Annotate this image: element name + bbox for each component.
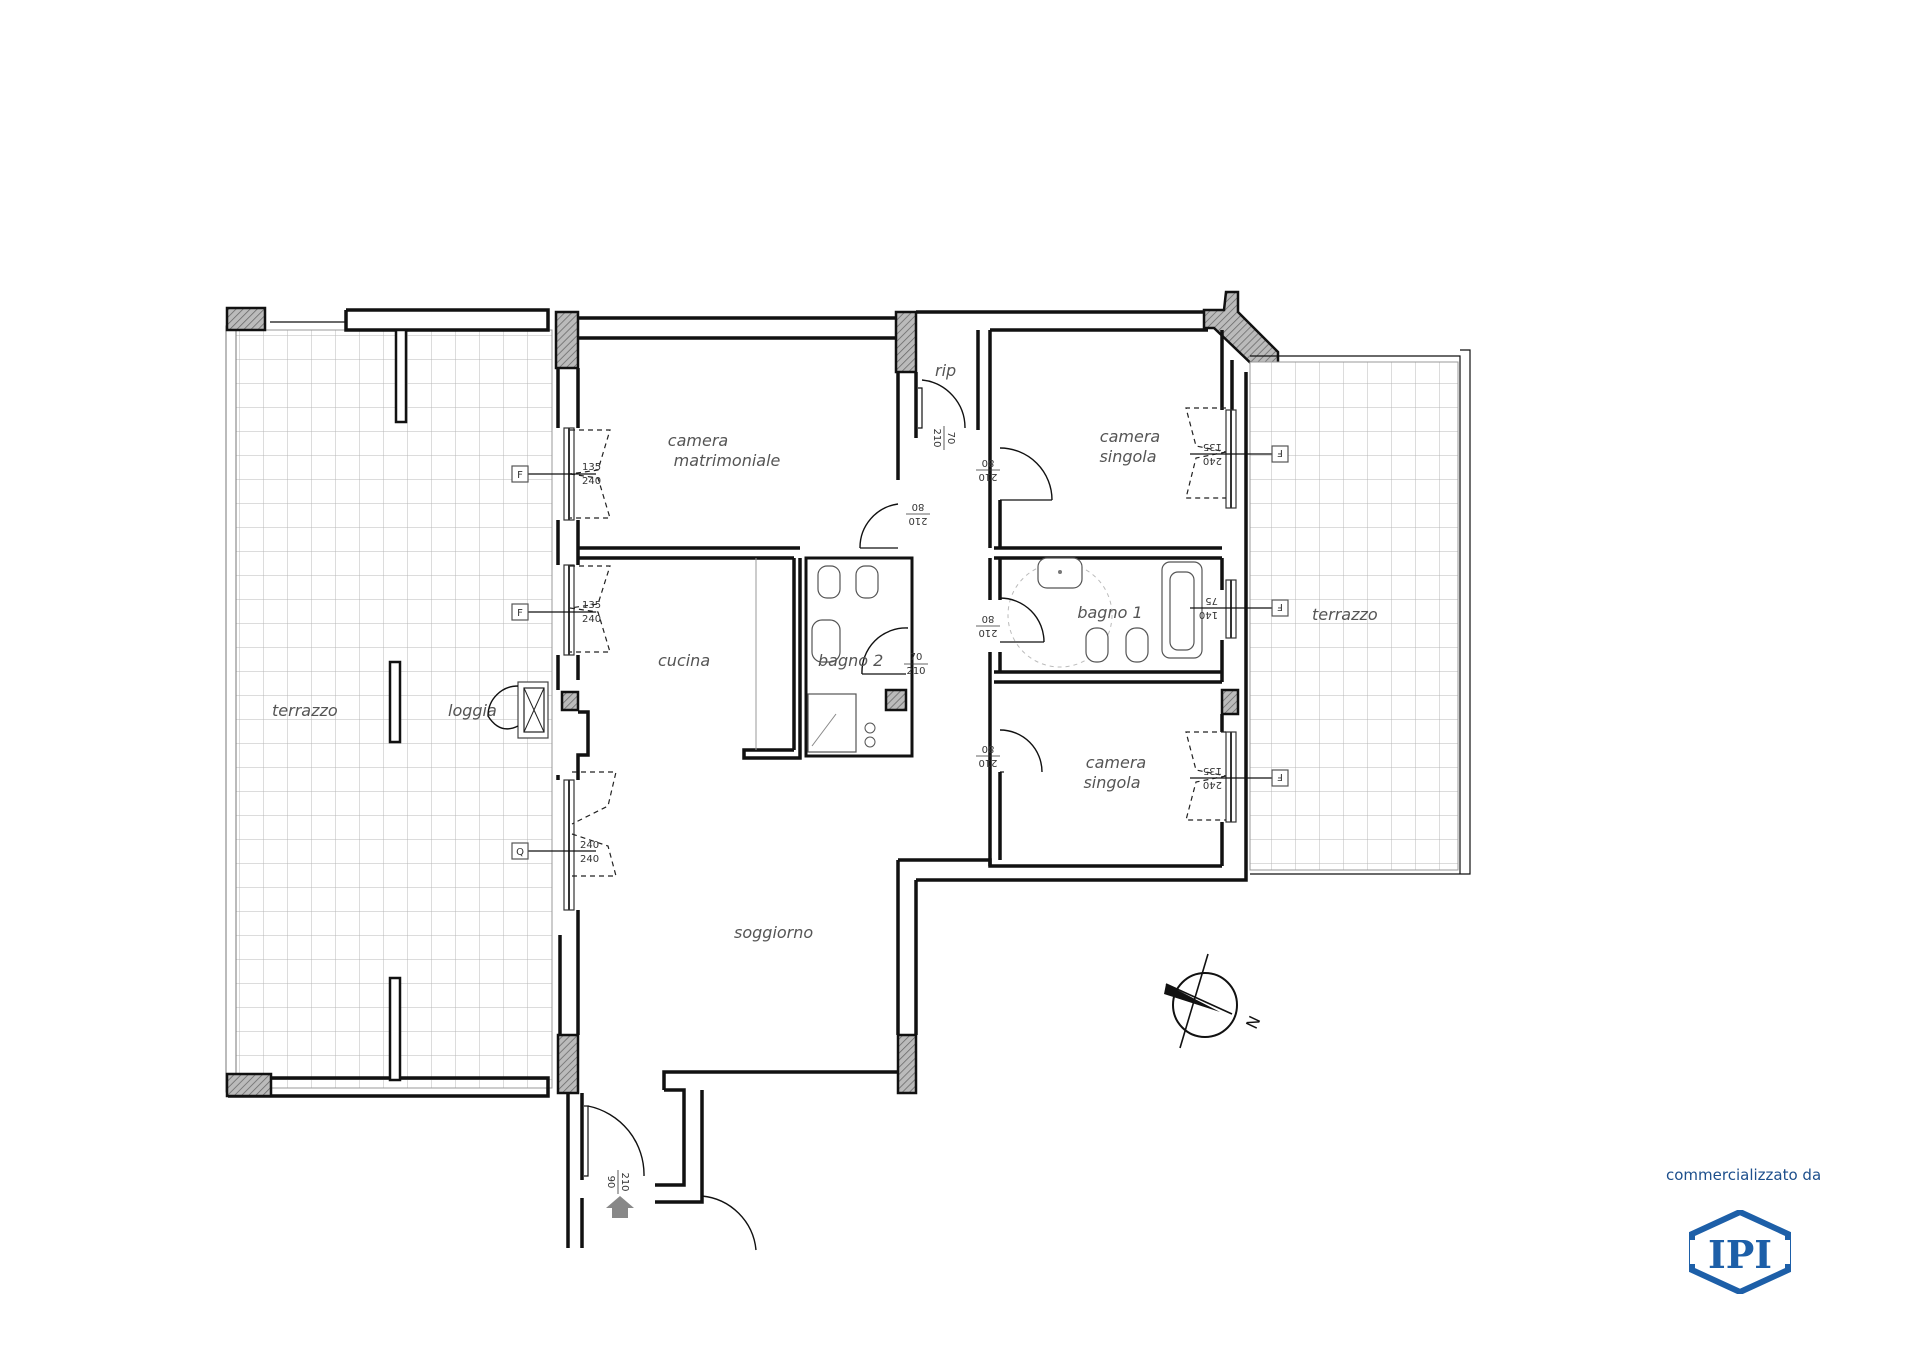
- door-dim-singola-bottom: 210 80: [976, 743, 1000, 768]
- window-cucina: F 135 240: [511, 564, 611, 656]
- window-matrimoniale: F 135 240: [511, 427, 611, 521]
- door-dim-matrimoniale: 210 80: [906, 501, 930, 526]
- svg-text:240: 240: [580, 854, 599, 865]
- room-label-cucina: cucina: [658, 651, 710, 670]
- camera-matrimoniale: camera matrimoniale 210 80: [578, 372, 930, 560]
- door-dim-bagno1: 210 80: [976, 613, 1000, 638]
- room-label-terrazzo-left: terrazzo: [272, 701, 338, 720]
- compass-north-label: N: [1242, 1013, 1264, 1032]
- door-dim-bagno2: 70 210: [904, 652, 928, 677]
- entrance: 210 90: [584, 1105, 757, 1251]
- svg-text:F: F: [1277, 447, 1283, 458]
- svg-text:90: 90: [605, 1176, 616, 1189]
- svg-text:80: 80: [982, 613, 995, 624]
- room-label-soggiorno: soggiorno: [734, 923, 813, 942]
- room-label-bagno-1: bagno 1: [1077, 603, 1142, 622]
- door-dim-rip: 70 210: [931, 426, 956, 450]
- credit-text: commercializzato da: [1666, 1166, 1822, 1184]
- room-label-camera-singola-top-2: singola: [1099, 447, 1156, 466]
- svg-text:80: 80: [912, 501, 925, 512]
- svg-text:135: 135: [1203, 441, 1222, 452]
- terrace-left: terrazzo loggia: [225, 306, 553, 1098]
- cucina: cucina: [658, 558, 802, 760]
- window-singola-top: F 240 135: [1185, 407, 1289, 509]
- bagno-1: bagno 1 210 80: [976, 557, 1224, 700]
- svg-text:210: 210: [908, 515, 927, 526]
- svg-text:F: F: [517, 470, 523, 481]
- rip-closet: rip 70 210: [918, 330, 992, 450]
- svg-text:210: 210: [978, 471, 997, 482]
- svg-text:135: 135: [582, 462, 601, 473]
- pillar: [225, 1072, 273, 1098]
- room-label-rip: rip: [935, 361, 956, 380]
- svg-text:70: 70: [945, 432, 956, 445]
- svg-text:240: 240: [1203, 455, 1222, 466]
- ipi-logo: IPI: [1689, 1210, 1791, 1294]
- room-label-loggia: loggia: [448, 701, 497, 720]
- room-label-camera-singola-top-1: camera: [1100, 427, 1160, 446]
- svg-text:140: 140: [1199, 609, 1218, 620]
- svg-text:240: 240: [1203, 779, 1222, 790]
- svg-text:210: 210: [931, 428, 942, 447]
- svg-text:240: 240: [582, 476, 601, 487]
- room-label-camera-matrimoniale-1: camera: [668, 431, 728, 450]
- camera-singola-bottom: camera singola 210 80: [976, 688, 1248, 866]
- svg-text:F: F: [517, 608, 523, 619]
- room-label-camera-matrimoniale-2: matrimoniale: [674, 451, 781, 470]
- svg-text:F: F: [1277, 601, 1283, 612]
- svg-text:F: F: [1277, 771, 1283, 782]
- svg-text:240: 240: [582, 614, 601, 625]
- loggia-unit: [487, 681, 549, 739]
- room-label-camera-singola-bottom-1: camera: [1086, 753, 1146, 772]
- svg-text:70: 70: [910, 652, 923, 663]
- door-dim-singola-top: 210 80: [976, 457, 1000, 482]
- bagno-2: bagno 2 70 210: [804, 556, 928, 758]
- svg-text:240: 240: [580, 840, 599, 851]
- svg-text:75: 75: [1205, 595, 1218, 606]
- svg-text:210: 210: [978, 757, 997, 768]
- svg-text:Q: Q: [516, 847, 524, 858]
- room-label-bagno-2: bagno 2: [818, 651, 883, 670]
- outer-walls: [554, 290, 1280, 1248]
- compass-icon: N: [1164, 953, 1264, 1049]
- camera-singola-top: camera singola 210 80: [976, 330, 1234, 560]
- room-label-camera-singola-bottom-2: singola: [1083, 773, 1140, 792]
- room-label-terrazzo-right: terrazzo: [1312, 605, 1378, 624]
- window-soggiorno: Q 240 240: [511, 771, 617, 911]
- window-bagno1: F 140 75: [1190, 579, 1289, 639]
- svg-text:80: 80: [982, 743, 995, 754]
- svg-text:IPI: IPI: [1708, 1232, 1772, 1277]
- svg-text:210: 210: [978, 627, 997, 638]
- window-singola-bottom: F 240 135: [1185, 731, 1289, 823]
- svg-text:210: 210: [619, 1172, 630, 1191]
- svg-text:210: 210: [906, 666, 925, 677]
- svg-text:135: 135: [1203, 765, 1222, 776]
- svg-text:80: 80: [982, 457, 995, 468]
- pillar: [225, 306, 267, 332]
- entrance-arrow-icon: [606, 1196, 634, 1218]
- svg-text:135: 135: [582, 600, 601, 611]
